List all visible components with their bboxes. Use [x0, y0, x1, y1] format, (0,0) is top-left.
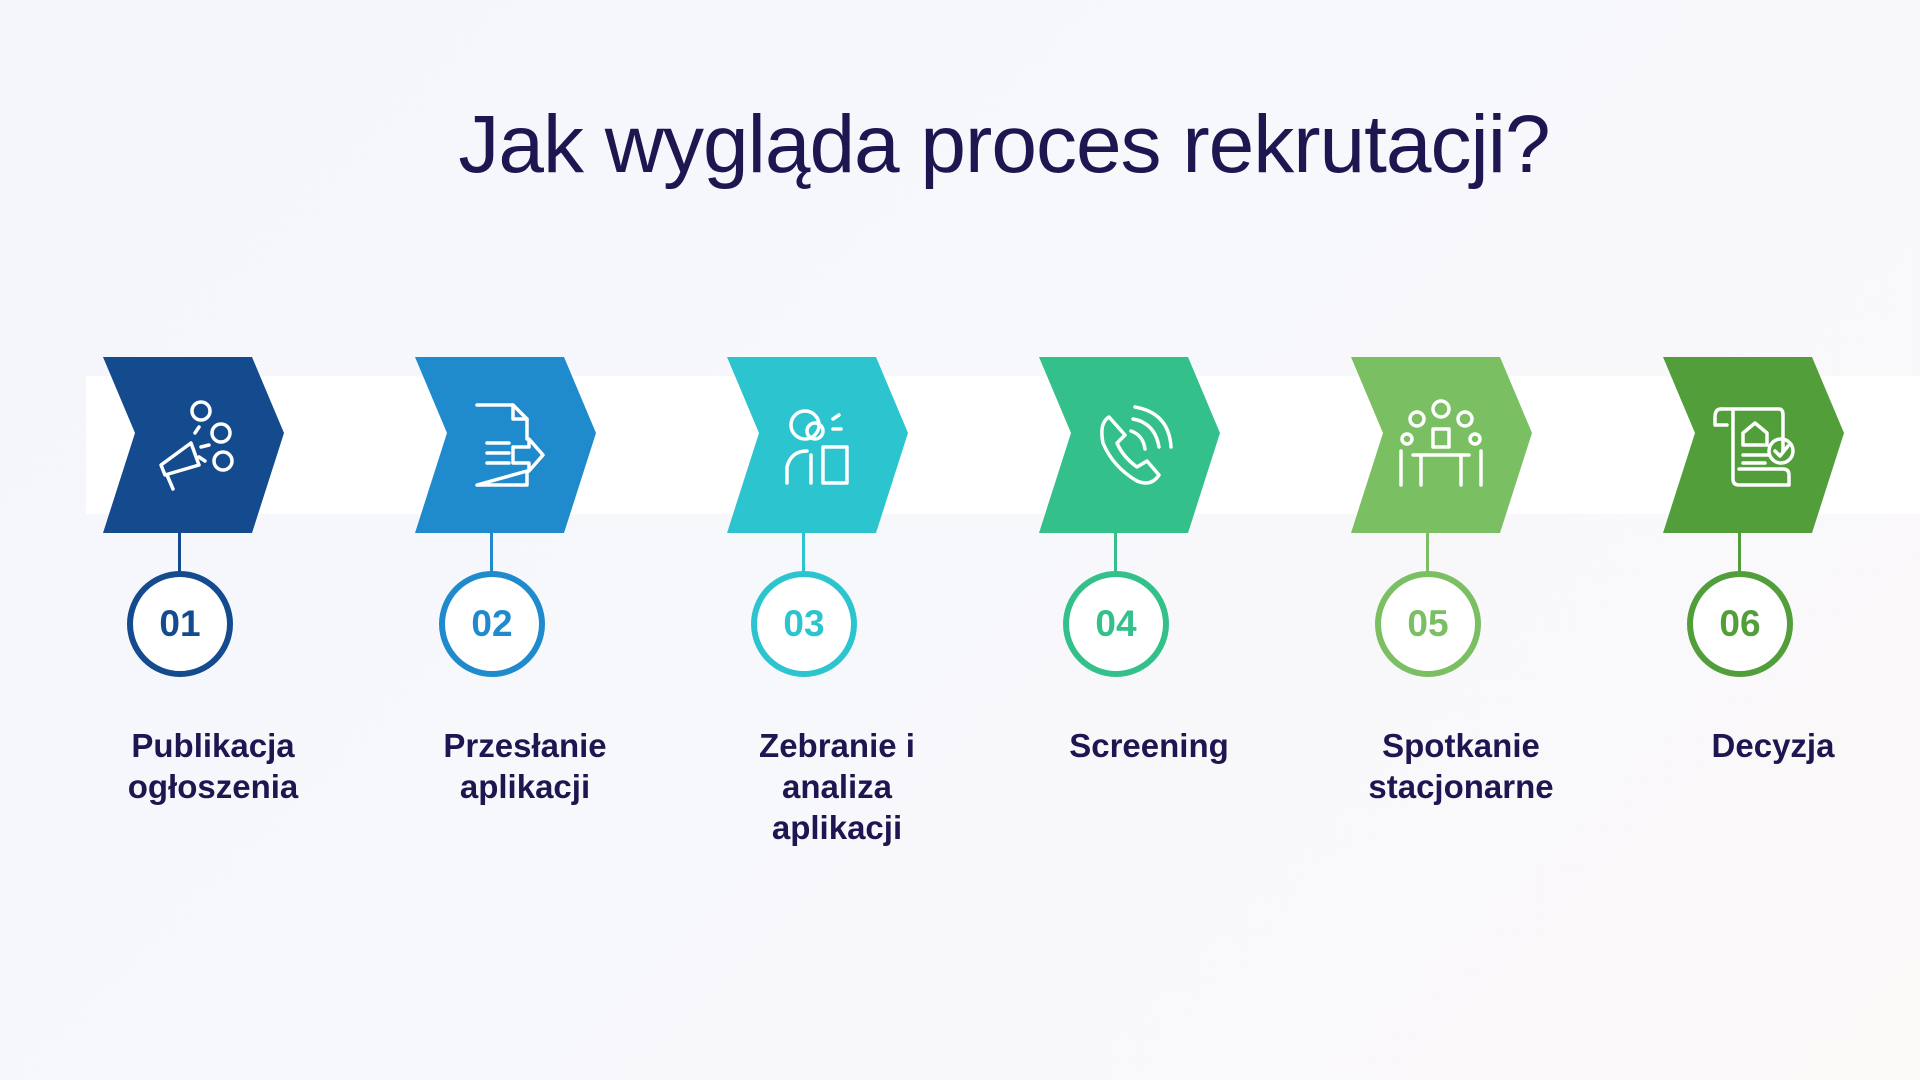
step-number: 04: [1095, 603, 1137, 644]
step-number: 03: [783, 603, 825, 644]
connector-line: [1426, 533, 1429, 573]
chevron-shape: [415, 357, 596, 533]
connector-line: [178, 533, 181, 573]
step-label: Spotkanie stacjonarne: [1368, 727, 1554, 805]
megaphone-people-icon: [159, 400, 234, 491]
step-number: 01: [159, 603, 201, 644]
connector-line: [1114, 533, 1117, 573]
person-magnifier-icon: [785, 409, 849, 485]
step-label: Publikacja ogłoszenia: [127, 727, 299, 805]
step-number: 05: [1407, 603, 1449, 644]
step-label: Przesłanie aplikacji: [443, 727, 607, 805]
connector-line: [802, 533, 805, 573]
step-number-badge: 04: [1063, 571, 1169, 677]
contract-approved-icon: [1713, 407, 1795, 487]
step-number-badge: 02: [439, 571, 545, 677]
document-send-icon: [475, 403, 545, 487]
step-number-badge: 03: [751, 571, 857, 677]
timeline-band: [86, 376, 1920, 514]
step-label: Decyzja: [1711, 727, 1835, 764]
step-number: 06: [1719, 603, 1761, 644]
step-number-badge: 05: [1375, 571, 1481, 677]
connector-line: [490, 533, 493, 573]
step-number-badge: 01: [127, 571, 233, 677]
meeting-table-icon: [1399, 399, 1483, 487]
step-number-badge: 06: [1687, 571, 1793, 677]
step-number: 02: [471, 603, 513, 644]
chevron-shape: [727, 357, 908, 533]
page-title: Jak wygląda proces rekrutacji?: [458, 99, 1550, 190]
step-label: Screening: [1069, 727, 1229, 764]
chevron-shape: [1039, 357, 1220, 533]
step-label: Zebranie i analiza aplikacji: [759, 727, 915, 846]
phone-call-icon: [1100, 405, 1173, 485]
connector-line: [1738, 533, 1741, 573]
chevron-shape: [1351, 357, 1532, 533]
